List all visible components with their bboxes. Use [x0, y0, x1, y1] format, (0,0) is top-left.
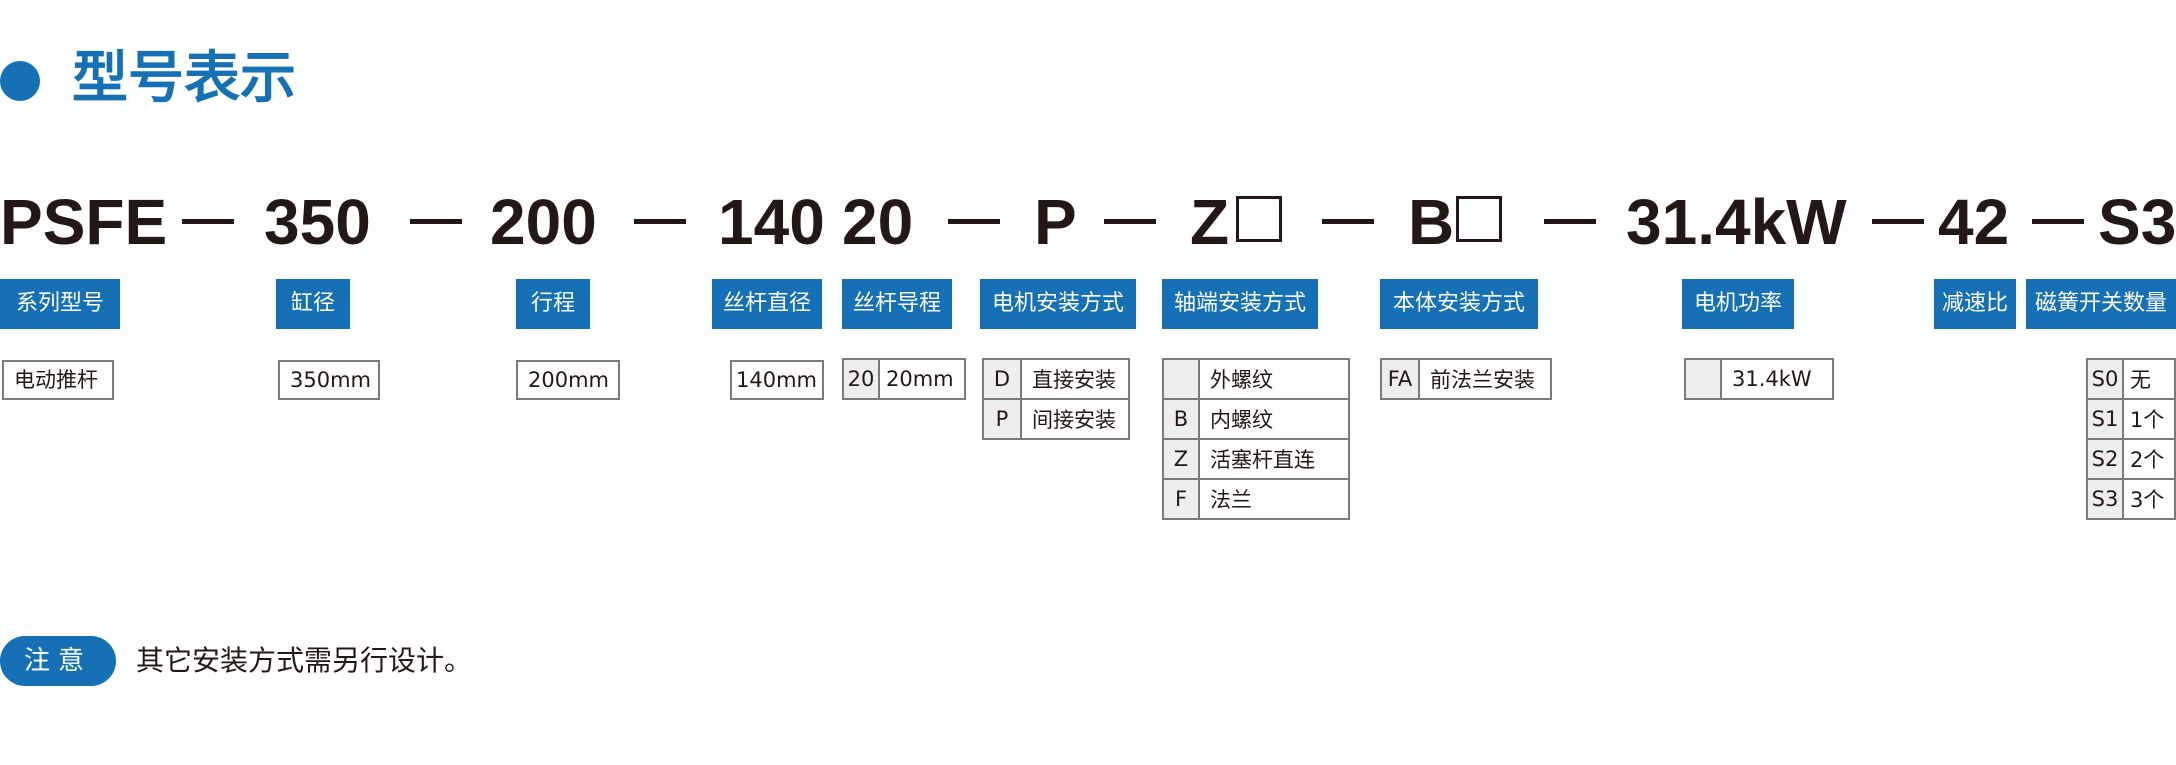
- code-motor-power: 31.4kW: [1626, 186, 1847, 258]
- code-dash: [634, 219, 686, 224]
- option-code: Z: [1162, 438, 1200, 480]
- tag-ratio: 减速比: [1934, 279, 2016, 329]
- title-bullet-icon: [0, 61, 40, 101]
- code-rod-end-prefix: Z: [1190, 186, 1230, 258]
- code-placeholder-square: [1236, 196, 1282, 242]
- code-dash: [1544, 219, 1596, 224]
- table-row: S3 3个: [2086, 478, 2176, 520]
- tag-motor-power: 电机功率: [1682, 279, 1794, 329]
- code-body-mount-prefix: B: [1408, 186, 1455, 258]
- option-code: [1162, 358, 1200, 400]
- table-row: B 内螺纹: [1162, 398, 1350, 440]
- option-code: F: [1162, 478, 1200, 520]
- table-row: S2 2个: [2086, 438, 2176, 480]
- option-label: 内螺纹: [1198, 398, 1350, 440]
- tag-rod-end: 轴端安装方式: [1162, 279, 1318, 329]
- option-code: B: [1162, 398, 1200, 440]
- body-mount-options: FA 前法兰安装: [1380, 358, 1552, 400]
- table-row: 20 20mm: [842, 358, 966, 400]
- switch-options: S0 无 S1 1个 S2 2个 S3 3个: [2086, 358, 2176, 520]
- value-bore: 350mm: [278, 360, 380, 400]
- motor-power-value: 31.4kW: [1720, 358, 1834, 400]
- code-dash: [1872, 219, 1924, 224]
- option-code: D: [982, 358, 1022, 400]
- tag-bore: 缸径: [276, 279, 350, 329]
- code-dash: [2032, 219, 2084, 224]
- option-label: 活塞杆直连: [1198, 438, 1350, 480]
- option-code: P: [982, 398, 1022, 440]
- option-code: S1: [2086, 398, 2124, 440]
- value-series: 电动推杆: [2, 360, 114, 400]
- screw-lead-table: 20 20mm: [842, 358, 966, 400]
- code-series: PSFE: [0, 186, 168, 258]
- option-code: S2: [2086, 438, 2124, 480]
- tag-motor-mount: 电机安装方式: [980, 279, 1136, 329]
- value-screw-diameter: 140mm: [730, 360, 824, 400]
- code-bore: 350: [264, 186, 371, 258]
- table-row: S0 无: [2086, 358, 2176, 400]
- option-code: FA: [1380, 358, 1420, 400]
- code-dash: [410, 219, 462, 224]
- note-text: 其它安装方式需另行设计。: [136, 644, 473, 677]
- tag-series: 系列型号: [0, 279, 120, 329]
- code-dash: [182, 219, 234, 224]
- table-row: FA 前法兰安装: [1380, 358, 1552, 400]
- code-screw-lead: 20: [842, 186, 914, 258]
- option-label: 直接安装: [1020, 358, 1130, 400]
- motor-power-code: [1684, 358, 1722, 400]
- page-title: 型号表示: [72, 46, 296, 111]
- code-dash: [1322, 219, 1374, 224]
- option-label: 2个: [2122, 438, 2176, 480]
- option-code: S0: [2086, 358, 2124, 400]
- option-label: 3个: [2122, 478, 2176, 520]
- option-code: S3: [2086, 478, 2124, 520]
- table-row: 外螺纹: [1162, 358, 1350, 400]
- table-row: 31.4kW: [1684, 358, 1834, 400]
- table-row: Z 活塞杆直连: [1162, 438, 1350, 480]
- tag-switches: 磁簧开关数量: [2026, 279, 2176, 329]
- option-label: 1个: [2122, 398, 2176, 440]
- table-row: F 法兰: [1162, 478, 1350, 520]
- code-screw-diameter: 140: [718, 186, 825, 258]
- screw-lead-value: 20mm: [878, 358, 966, 400]
- value-stroke: 200mm: [516, 360, 620, 400]
- tag-screw-diameter: 丝杆直径: [712, 279, 822, 329]
- rod-end-options: 外螺纹 B 内螺纹 Z 活塞杆直连 F 法兰: [1162, 358, 1350, 520]
- tag-body-mount: 本体安装方式: [1380, 279, 1538, 329]
- code-dash: [948, 219, 1000, 224]
- code-stroke: 200: [490, 186, 597, 258]
- table-row: D 直接安装: [982, 358, 1130, 400]
- tag-stroke: 行程: [516, 279, 590, 329]
- option-label: 外螺纹: [1198, 358, 1350, 400]
- screw-lead-code: 20: [842, 358, 880, 400]
- code-motor-mount: P: [1034, 186, 1077, 258]
- tag-screw-lead: 丝杆导程: [842, 279, 952, 329]
- option-label: 法兰: [1198, 478, 1350, 520]
- option-label: 无: [2122, 358, 2176, 400]
- motor-power-table: 31.4kW: [1684, 358, 1834, 400]
- option-label: 前法兰安装: [1418, 358, 1552, 400]
- table-row: S1 1个: [2086, 398, 2176, 440]
- motor-mount-options: D 直接安装 P 间接安装: [982, 358, 1130, 440]
- code-switches: S3: [2098, 186, 2176, 258]
- code-placeholder-square: [1456, 196, 1502, 242]
- note-badge: 注意: [0, 636, 116, 686]
- table-row: P 间接安装: [982, 398, 1130, 440]
- option-label: 间接安装: [1020, 398, 1130, 440]
- code-ratio: 42: [1938, 186, 2010, 258]
- code-dash: [1104, 219, 1156, 224]
